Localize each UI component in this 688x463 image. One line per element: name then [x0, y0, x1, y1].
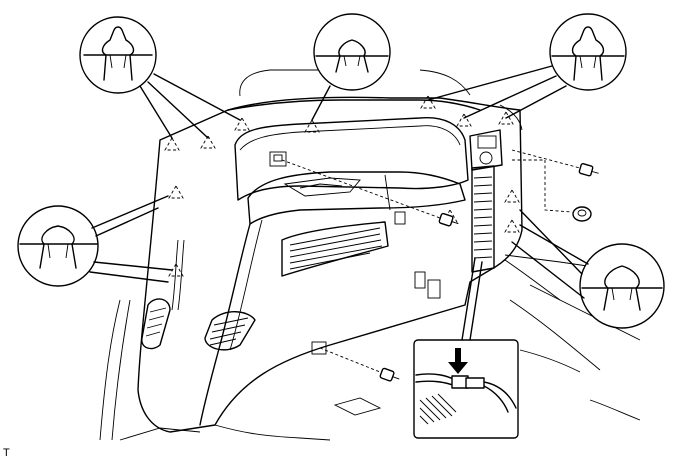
connector-inset: [413, 257, 519, 439]
left-vent-grille: [141, 298, 171, 350]
pocket-hatching: [289, 227, 383, 270]
clip-callout-icon: [511, 209, 665, 329]
illustration-code: T: [3, 447, 10, 459]
grille-lines: [473, 176, 493, 259]
connector-disconnect-arrow-icon: [448, 348, 468, 374]
trim-panel-body: [99, 69, 641, 441]
clip-fastener-icon: [512, 159, 592, 222]
clip-callout-icon: [79, 16, 241, 139]
clip-callout-icon: [311, 13, 391, 121]
clip-callout-icon: [17, 195, 173, 287]
clip-callout-icon: [427, 13, 627, 119]
screw-icon: [281, 159, 459, 227]
clip-marker-icon: [164, 95, 520, 277]
screw-icon: [319, 347, 400, 382]
screw-icon: [511, 149, 599, 177]
center-vent-grille: [204, 311, 256, 351]
